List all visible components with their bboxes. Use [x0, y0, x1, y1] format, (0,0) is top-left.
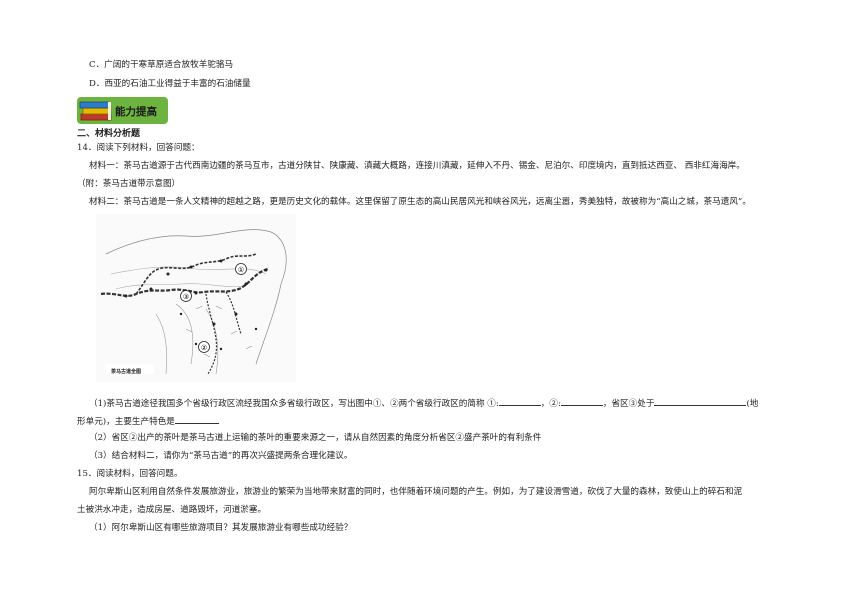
answer-blank-3[interactable] — [654, 396, 747, 406]
q14-sub1-line2: 形单元)，主要生产特色是 — [77, 414, 219, 428]
ability-badge: 能力提高 — [77, 97, 168, 124]
q14-sub1-part4: (地 — [746, 399, 759, 409]
q14-material1: 材料一：茶马古道源于古代西南边疆的茶马互市，古道分陕甘、陕康藏、滇藏大概路，连接… — [89, 161, 745, 171]
answer-blank-4[interactable] — [174, 414, 219, 424]
tea-horse-road-map: ① ③ ② — [96, 214, 296, 382]
option-c: C．广阔的干寒草原适合放牧羊驼骆马 — [89, 60, 234, 70]
map-caption: 茶马古道全图 — [111, 369, 142, 375]
q15-material-line2: 土被洪水冲走，造成房屋、道路毁坏，河道淤塞。 — [77, 505, 267, 515]
q14-sub2: （2）省区②出产的茶叶是茶马古道上运输的茶叶的重要来源之一，请从自然因素的角度分… — [89, 433, 542, 443]
q14-sub1-part1: （1)茶马古道途径我国多个省级行政区流经我国众多省级行政区，写出图中①、②两个省… — [89, 399, 499, 409]
q14-material2: 材料二：茶马古道是一条人文精神的超越之路，更是历史文化的载体。这里保留了原生态的… — [89, 197, 751, 207]
map-graphic: ① ③ ② — [96, 214, 296, 382]
map-label-3: ③ — [183, 293, 189, 301]
map-label-2: ② — [201, 344, 207, 352]
map-label-1: ① — [238, 266, 244, 274]
q14-sub1-part3: ，省区③处于 — [602, 399, 655, 409]
books-icon — [79, 101, 112, 121]
q14-sub3: （3）结合材料二，请你为“茶马古道”的再次兴盛提两条合理化建议。 — [89, 451, 353, 461]
section-title: 二、材料分析题 — [77, 129, 141, 139]
badge-label: 能力提高 — [115, 106, 157, 118]
q14-material1-note: （附：茶马古道带示意图） — [77, 179, 181, 189]
option-d: D．西亚的石油工业得益于丰富的石油储量 — [89, 79, 251, 89]
answer-blank-2[interactable] — [560, 396, 603, 406]
q15-sub1: （1）阿尔卑斯山区有哪些旅游项目？其发展旅游业有哪些成功经验？ — [89, 523, 353, 533]
q14-stem: 14．阅读下列材料，回答问题： — [77, 143, 200, 153]
q14-sub1-part2: ，②: — [540, 399, 561, 409]
answer-blank-1[interactable] — [498, 396, 541, 406]
q15-stem: 15．阅读材料，回答问题。 — [77, 469, 183, 479]
q14-sub1-line1: （1)茶马古道途径我国多个省级行政区流经我国众多省级行政区，写出图中①、②两个省… — [89, 396, 758, 410]
q15-material-line1: 阿尔卑斯山区利用自然条件发展旅游业，旅游业的繁荣为当地带来财富的同时，也伴随着环… — [89, 487, 743, 497]
q14-sub1-part5: 形单元)，主要生产特色是 — [77, 417, 175, 427]
